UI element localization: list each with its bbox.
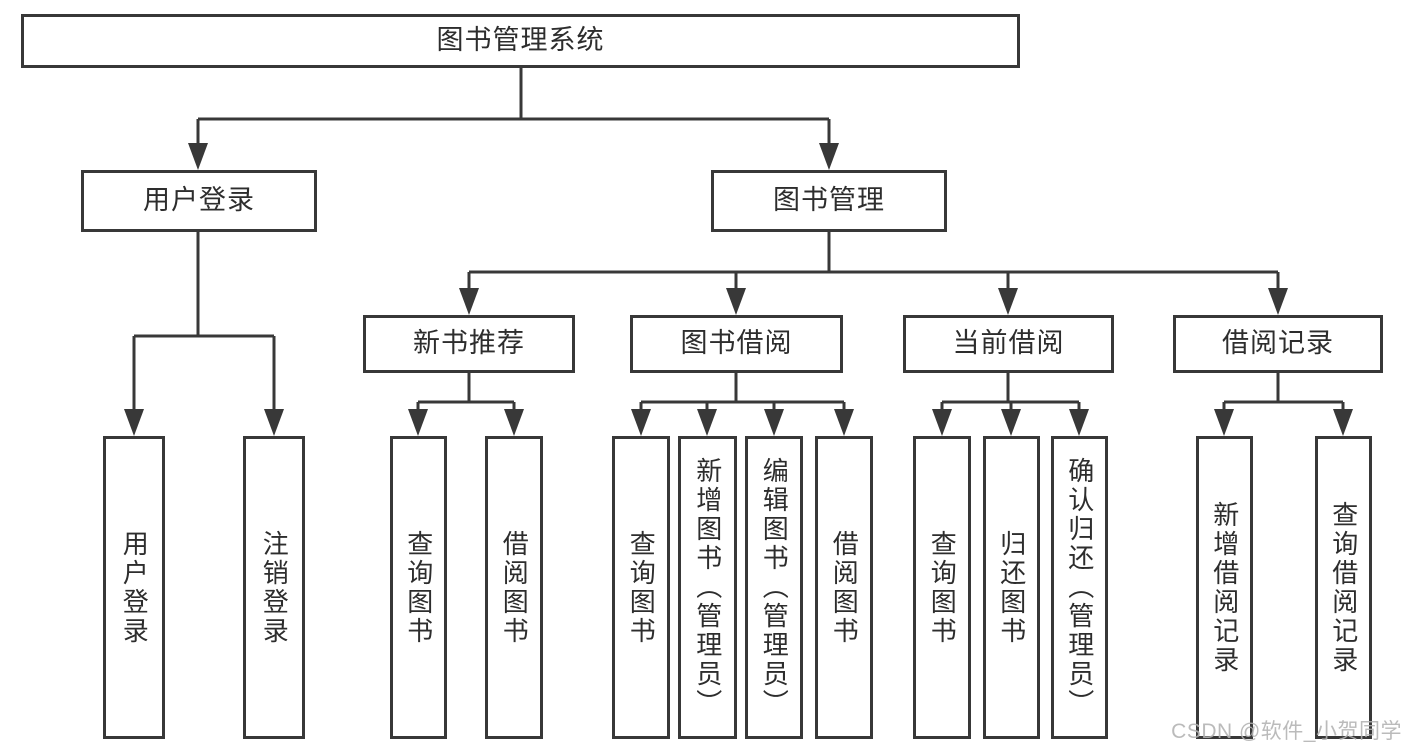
leaf-add-books-admin: 新增图书（管理员） [678, 436, 737, 739]
node-new-book-recommend: 新书推荐 [363, 315, 575, 373]
leaf-edit-books-admin: 编辑图书（管理员） [745, 436, 803, 739]
leaf-query-borrow-record: 查询借阅记录 [1315, 436, 1372, 739]
leaf-query-books-recommend: 查询图书 [390, 436, 447, 739]
node-book-management: 图书管理 [711, 170, 947, 232]
leaf-borrow-books: 借阅图书 [815, 436, 873, 739]
node-book-borrow: 图书借阅 [630, 315, 843, 373]
leaf-user-login: 用户登录 [103, 436, 165, 739]
node-library-system: 图书管理系统 [21, 14, 1020, 68]
csdn-watermark: CSDN @软件_小贺同学 [1171, 720, 1402, 743]
leaf-query-books-current: 查询图书 [913, 436, 971, 739]
leaf-borrow-books-recommend: 借阅图书 [485, 436, 543, 739]
leaf-return-books: 归还图书 [983, 436, 1040, 739]
node-user-login: 用户登录 [81, 170, 317, 232]
node-current-borrow: 当前借阅 [903, 315, 1114, 373]
node-borrow-records: 借阅记录 [1173, 315, 1383, 373]
leaf-query-books-borrow: 查询图书 [612, 436, 670, 739]
arrowheads [124, 143, 1353, 436]
leaf-confirm-return-admin: 确认归还（管理员） [1051, 436, 1108, 739]
leaf-add-borrow-record: 新增借阅记录 [1196, 436, 1253, 739]
leaf-logout: 注销登录 [243, 436, 305, 739]
